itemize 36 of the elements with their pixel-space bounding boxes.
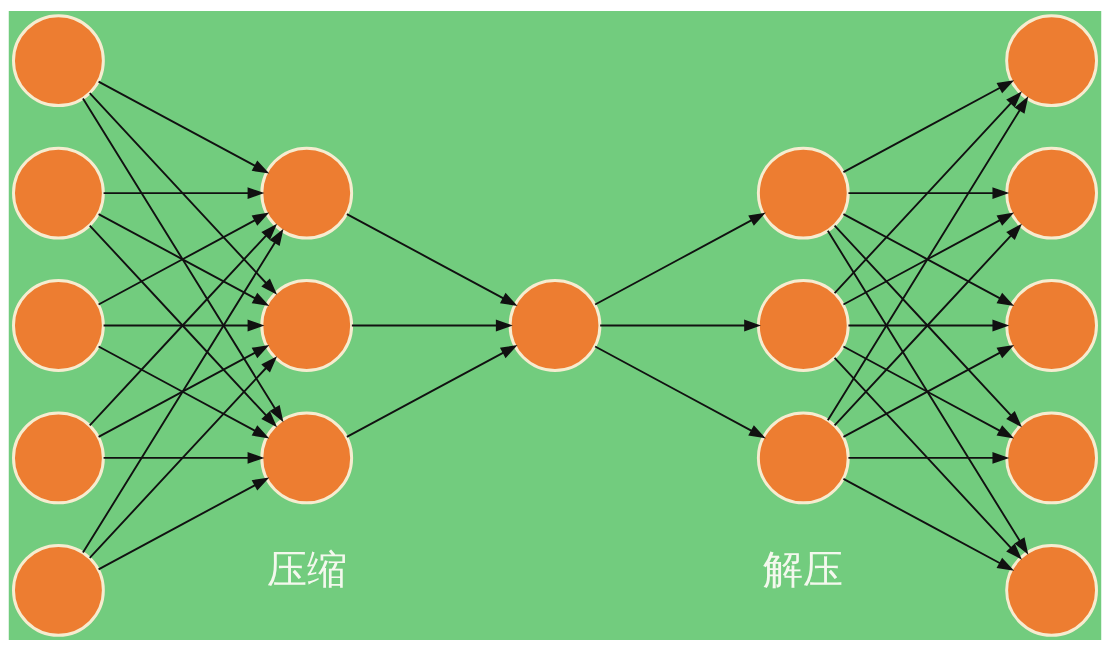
node-circle: [756, 411, 850, 504]
label: 压缩: [266, 545, 347, 592]
node-circle: [12, 411, 105, 504]
node-circle: [756, 278, 850, 372]
node-circle: [1005, 278, 1098, 372]
arrow: [847, 451, 1010, 464]
arrow: [847, 186, 1010, 199]
arrow: [97, 476, 270, 570]
arrow: [847, 319, 1010, 331]
arrow: [594, 212, 766, 305]
node-circle: [12, 278, 105, 372]
arrow: [599, 319, 761, 331]
arrow: [82, 96, 284, 422]
arrow: [97, 80, 270, 174]
arrow: [842, 79, 1015, 173]
arrow: [102, 451, 265, 464]
label: 解压: [763, 545, 844, 592]
arrow: [102, 319, 265, 331]
arrow: [88, 91, 278, 295]
node-circle: [12, 13, 105, 107]
arrow: [826, 95, 1029, 421]
arrow: [833, 356, 1022, 560]
node-circle: [12, 543, 105, 637]
arrow: [350, 319, 513, 331]
arrow: [88, 355, 278, 559]
arrow: [594, 345, 766, 438]
arrow: [345, 212, 518, 306]
arrow: [82, 228, 284, 554]
arrow: [826, 229, 1029, 555]
node-circle: [508, 278, 602, 372]
arrow: [102, 186, 265, 199]
arrow: [833, 90, 1022, 294]
arrow: [345, 344, 518, 438]
node-circle: [756, 146, 850, 239]
arrow: [842, 477, 1015, 571]
node-circle: [12, 146, 105, 239]
